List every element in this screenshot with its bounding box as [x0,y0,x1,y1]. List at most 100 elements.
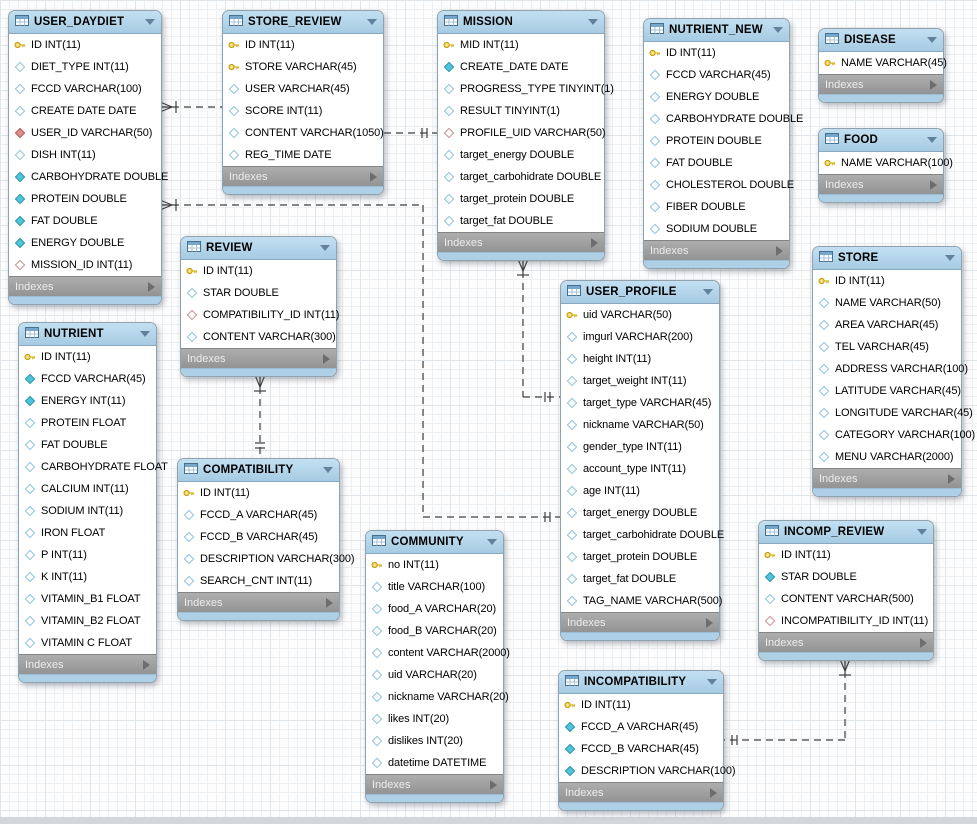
relationship-incomp_review-to-incompatibility[interactable] [722,658,851,745]
column-row[interactable]: no INT(11) [366,554,503,576]
column-row[interactable]: P INT(11) [19,544,156,566]
column-row[interactable]: ID INT(11) [19,346,156,368]
collapse-arrow-icon[interactable] [323,467,333,473]
indexes-row[interactable]: Indexes [438,232,604,252]
expand-arrow-icon[interactable] [776,245,783,256]
indexes-row[interactable]: Indexes [178,592,339,612]
column-row[interactable]: account_type INT(11) [561,458,719,480]
collapse-arrow-icon[interactable] [927,137,937,143]
collapse-arrow-icon[interactable] [320,245,330,251]
column-row[interactable]: DISH INT(11) [9,144,161,166]
column-row[interactable]: NAME VARCHAR(100) [819,152,953,174]
expand-arrow-icon[interactable] [591,237,598,248]
column-row[interactable]: food_B VARCHAR(20) [366,620,503,642]
column-row[interactable]: ID INT(11) [9,34,161,56]
relationship-mission-to-user_profile[interactable] [517,258,560,402]
column-row[interactable]: DESCRIPTION VARCHAR(300) [178,548,355,570]
column-row[interactable]: LATITUDE VARCHAR(45) [813,380,961,402]
table-header[interactable]: REVIEW [181,237,336,260]
indexes-row[interactable]: Indexes [181,348,336,368]
column-row[interactable]: ID INT(11) [181,260,336,282]
column-row[interactable]: ID INT(11) [644,42,789,64]
indexes-row[interactable]: Indexes [19,654,156,674]
column-row[interactable]: DIET_TYPE INT(11) [9,56,161,78]
indexes-row[interactable]: Indexes [561,612,719,632]
collapse-arrow-icon[interactable] [588,19,598,25]
table-header[interactable]: COMMUNITY [366,531,503,554]
column-row[interactable]: MID INT(11) [438,34,604,56]
column-row[interactable]: USER_ID VARCHAR(50) [9,122,161,144]
column-row[interactable]: uid VARCHAR(20) [366,664,503,686]
column-row[interactable]: MISSION_ID INT(11) [9,254,161,276]
column-row[interactable]: SEARCH_CNT INT(11) [178,570,339,592]
column-row[interactable]: FCCD VARCHAR(100) [9,78,161,100]
collapse-arrow-icon[interactable] [917,529,927,535]
indexes-row[interactable]: Indexes [9,276,161,296]
column-row[interactable]: STAR DOUBLE [759,566,933,588]
column-row[interactable]: CONTENT VARCHAR(300) [181,326,336,348]
column-row[interactable]: PROGRESS_TYPE TINYINT(1) [438,78,614,100]
column-row[interactable]: PROFILE_UID VARCHAR(50) [438,122,606,144]
indexes-row[interactable]: Indexes [759,632,933,652]
column-row[interactable]: PROTEIN DOUBLE [644,130,789,152]
column-row[interactable]: NAME VARCHAR(50) [813,292,961,314]
expand-arrow-icon[interactable] [948,473,955,484]
collapse-arrow-icon[interactable] [367,19,377,25]
column-row[interactable]: PROTEIN DOUBLE [9,188,161,210]
column-row[interactable]: title VARCHAR(100) [366,576,503,598]
collapse-arrow-icon[interactable] [773,27,783,33]
table-header[interactable]: NUTRIENT_NEW [644,19,789,42]
indexes-row[interactable]: Indexes [644,240,789,260]
column-row[interactable]: nickname VARCHAR(50) [561,414,719,436]
column-row[interactable]: FAT DOUBLE [9,210,161,232]
relationship-user_daydiet-to-user_profile[interactable] [159,199,560,522]
column-row[interactable]: likes INT(20) [366,708,503,730]
column-row[interactable]: content VARCHAR(2000) [366,642,510,664]
column-row[interactable]: STAR DOUBLE [181,282,336,304]
column-row[interactable]: target_carbohidrate DOUBLE [561,524,724,546]
column-row[interactable]: VITAMIN C FLOAT [19,632,156,654]
table-header[interactable]: DISEASE [819,29,943,52]
collapse-arrow-icon[interactable] [145,19,155,25]
column-row[interactable]: FIBER DOUBLE [644,196,789,218]
relationship-review-to-compatibility[interactable] [254,374,266,458]
column-row[interactable]: NAME VARCHAR(45) [819,52,947,74]
column-row[interactable]: target_protein DOUBLE [561,546,719,568]
column-row[interactable]: ENERGY DOUBLE [9,232,161,254]
column-row[interactable]: SCORE INT(11) [223,100,383,122]
indexes-row[interactable]: Indexes [819,74,943,94]
expand-arrow-icon[interactable] [370,171,377,182]
column-row[interactable]: REG_TIME DATE [223,144,383,166]
column-row[interactable]: USER VARCHAR(45) [223,78,383,100]
column-row[interactable]: target_energy DOUBLE [561,502,719,524]
column-row[interactable]: VITAMIN_B2 FLOAT [19,610,156,632]
collapse-arrow-icon[interactable] [487,539,497,545]
table-header[interactable]: STORE_REVIEW [223,11,383,34]
collapse-arrow-icon[interactable] [140,331,150,337]
column-row[interactable]: CONTENT VARCHAR(500) [759,588,933,610]
column-row[interactable]: CALCIUM INT(11) [19,478,156,500]
column-row[interactable]: ID INT(11) [759,544,933,566]
column-row[interactable]: FAT DOUBLE [19,434,156,456]
table-header[interactable]: USER_PROFILE [561,281,719,304]
indexes-row[interactable]: Indexes [223,166,383,186]
column-row[interactable]: ADDRESS VARCHAR(100) [813,358,968,380]
column-row[interactable]: RESULT TINYINT(1) [438,100,604,122]
column-row[interactable]: ENERGY INT(11) [19,390,156,412]
column-row[interactable]: age INT(11) [561,480,719,502]
column-row[interactable]: target_type VARCHAR(45) [561,392,719,414]
column-row[interactable]: uid VARCHAR(50) [561,304,719,326]
column-row[interactable]: target_fat DOUBLE [561,568,719,590]
column-row[interactable]: CARBOHYDRATE FLOAT [19,456,168,478]
column-row[interactable]: SODIUM DOUBLE [644,218,789,240]
column-row[interactable]: FCCD VARCHAR(45) [644,64,789,86]
